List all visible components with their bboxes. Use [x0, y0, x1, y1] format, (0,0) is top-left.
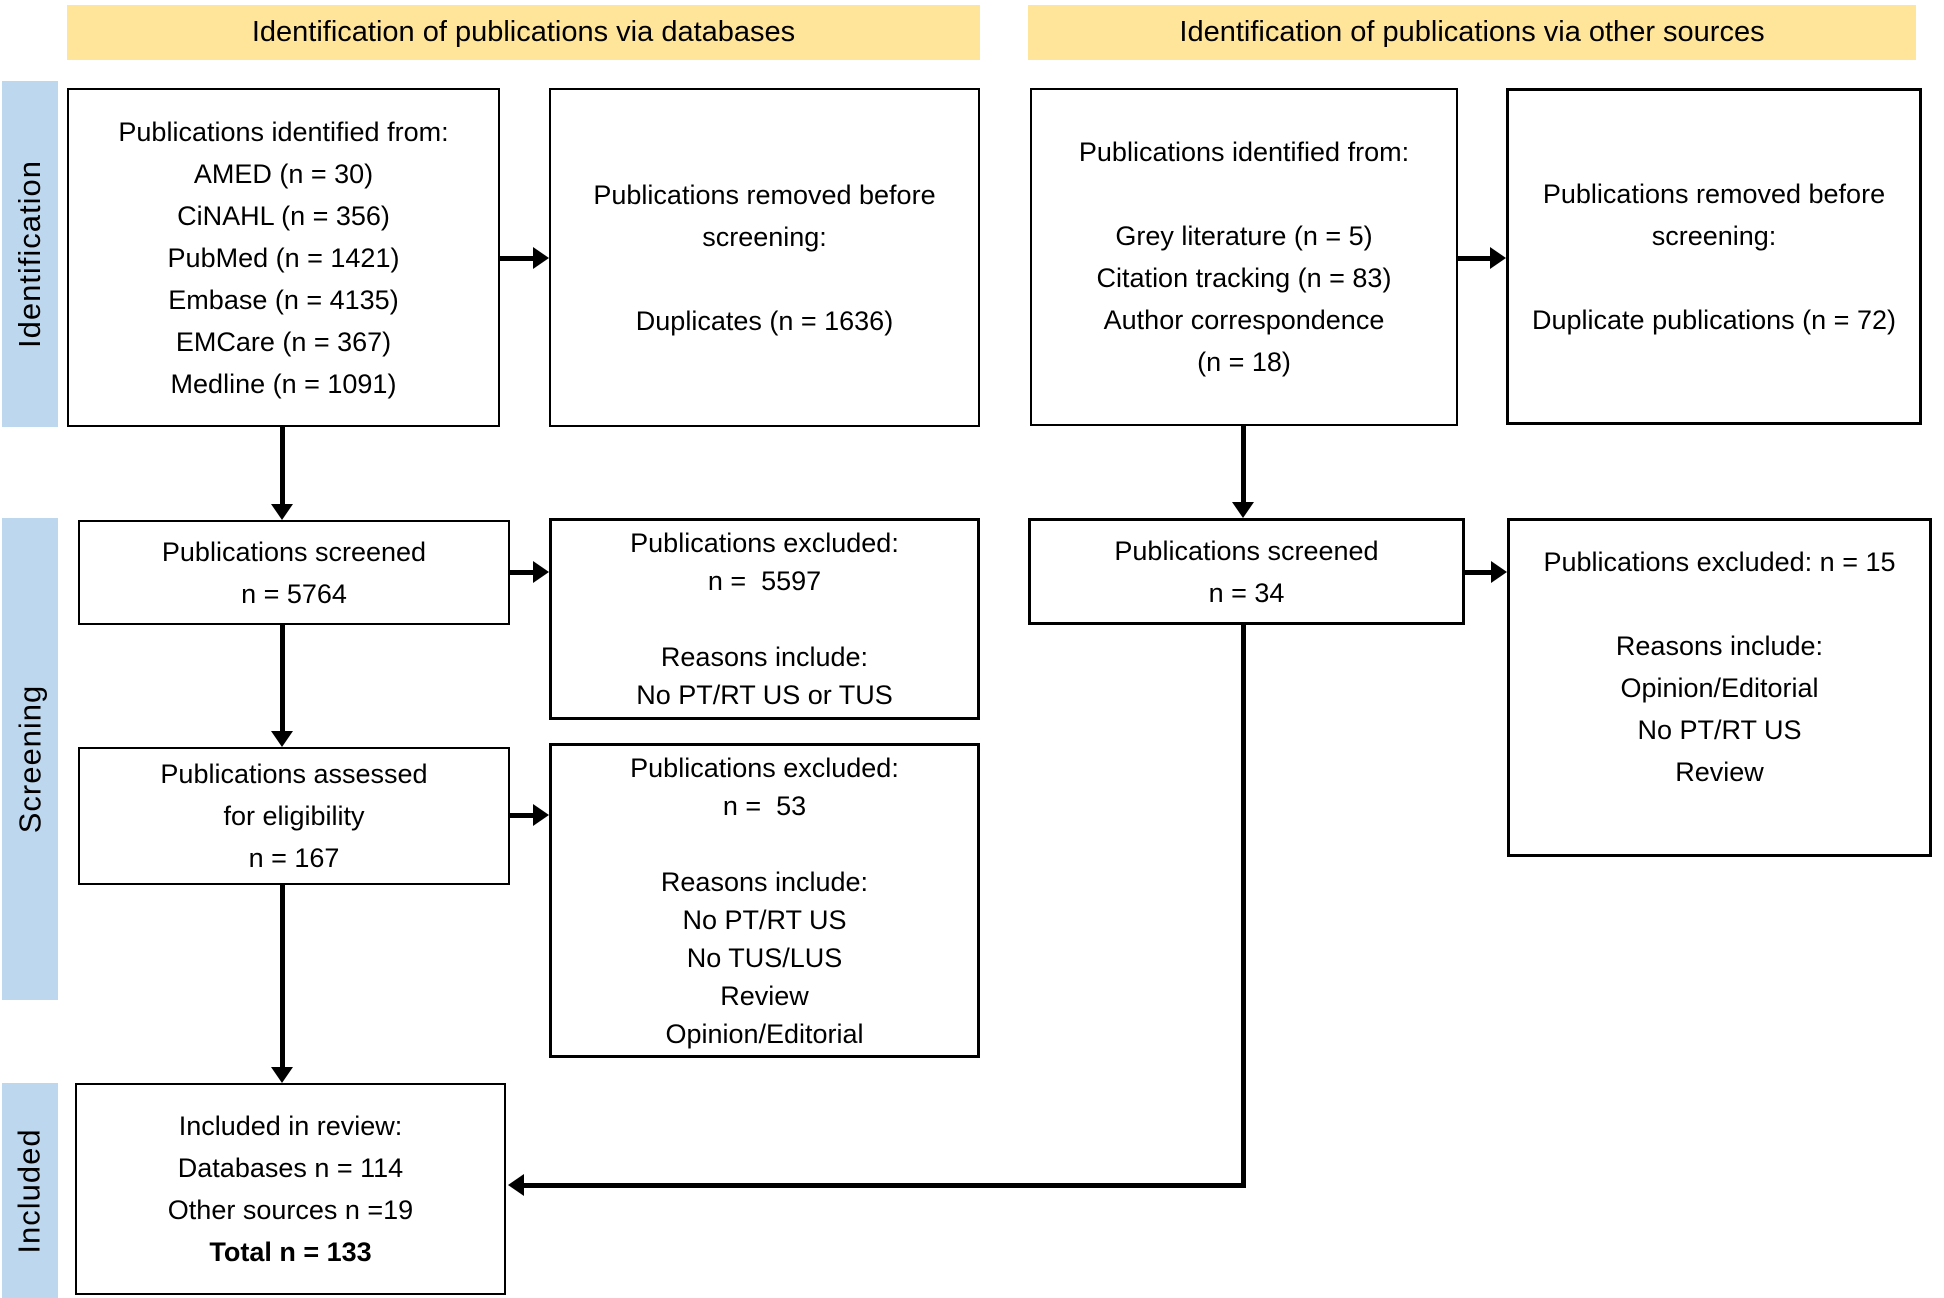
text-line: Publications removed before screening: — [593, 179, 944, 252]
stage-ribbon-included: Included — [2, 1083, 58, 1298]
text-line: Publications assessed — [160, 759, 428, 789]
text-line: Opinion/Editorial — [1620, 673, 1819, 703]
text-line: Duplicates (n = 1636) — [635, 305, 894, 336]
text-line: (n = 18) — [1197, 347, 1291, 377]
text-line — [551, 258, 978, 300]
box-os-identified: Publications identified from: Grey liter… — [1030, 88, 1458, 426]
text-line: Publications excluded: — [630, 528, 899, 558]
stage-label-included: Included — [12, 1127, 47, 1254]
box-db-excluded-eligibility: Publications excluded: n = 53 Reasons in… — [549, 743, 980, 1058]
text-line: Medline (n = 1091) — [170, 368, 397, 399]
box-os-removed-before-screening: Publications removed before screening: D… — [1506, 88, 1922, 425]
text-line: Publications excluded: — [630, 752, 899, 783]
text-line: Reasons include: — [660, 866, 869, 897]
text-line: n = 34 — [1208, 577, 1285, 608]
text-line: n = 5764 — [241, 578, 347, 609]
text-line: Grey literature (n = 5) — [1115, 221, 1373, 251]
text-line — [552, 600, 977, 638]
text-line: Author correspondence — [1103, 305, 1385, 335]
text-line: No PT/RT US — [1637, 715, 1802, 745]
text-line: for eligibility — [223, 801, 365, 831]
text-line: Opinion/Editorial — [665, 1018, 864, 1049]
text-line: Publications removed before screening: — [1542, 178, 1893, 251]
header-databases: Identification of publications via datab… — [67, 5, 980, 60]
stage-ribbon-identification: Identification — [2, 81, 58, 427]
text-line — [1032, 173, 1456, 215]
text-line-total: Total n = 133 — [209, 1237, 372, 1267]
text-line: Publications excluded: n = 15 — [1543, 547, 1896, 577]
text-line: Publications screened — [161, 536, 427, 567]
text-line: Other sources n =19 — [167, 1195, 414, 1225]
text-line: No TUS/LUS — [686, 942, 843, 973]
text-line: Review — [720, 980, 809, 1011]
box-included-in-review: Included in review: Databases n = 114 Ot… — [75, 1083, 506, 1295]
text-line: PubMed (n = 1421) — [167, 242, 400, 273]
box-db-screened: Publications screened n = 5764 — [78, 520, 510, 625]
stage-ribbon-screening: Screening — [2, 518, 58, 1000]
box-db-removed-before-screening: Publications removed before screening: D… — [549, 88, 980, 427]
box-db-excluded-screening: Publications excluded: n = 5597 Reasons … — [549, 518, 980, 720]
text-line: Citation tracking (n = 83) — [1096, 263, 1392, 293]
text-line: Duplicate publications (n = 72) — [1532, 304, 1896, 335]
text-line — [1510, 583, 1929, 625]
box-db-identified: Publications identified from: AMED (n = … — [67, 88, 500, 427]
text-line: CiNAHL (n = 356) — [177, 200, 390, 231]
text-line: EMCare (n = 367) — [175, 326, 392, 357]
text-line: Publications identified from: — [118, 116, 449, 147]
header-other-sources: Identification of publications via other… — [1028, 5, 1916, 60]
text-line: Included in review: — [178, 1111, 403, 1141]
text-line — [552, 825, 977, 863]
text-line: Reasons include: — [660, 642, 869, 672]
box-db-assessed-eligibility: Publications assessed for eligibility n … — [78, 747, 510, 885]
text-line: Publications identified from: — [1078, 137, 1410, 167]
box-os-excluded: Publications excluded: n = 15 Reasons in… — [1507, 518, 1932, 857]
stage-label-screening: Screening — [12, 684, 47, 834]
text-line: No PT/RT US or TUS — [636, 680, 893, 710]
text-line: Databases n = 114 — [177, 1153, 404, 1183]
text-line: Review — [1675, 757, 1764, 787]
text-line: Reasons include: — [1615, 631, 1824, 661]
text-line: No PT/RT US — [682, 904, 847, 935]
text-line: n = 5597 — [707, 566, 822, 596]
text-line: Embase (n = 4135) — [168, 284, 399, 315]
text-line — [1509, 257, 1919, 299]
text-line: Publications screened — [1114, 535, 1379, 566]
text-line: AMED (n = 30) — [193, 158, 374, 189]
text-line: n = 53 — [722, 790, 807, 821]
text-line: n = 167 — [248, 843, 340, 873]
stage-label-identification: Identification — [12, 159, 47, 349]
box-os-screened: Publications screened n = 34 — [1028, 518, 1465, 625]
